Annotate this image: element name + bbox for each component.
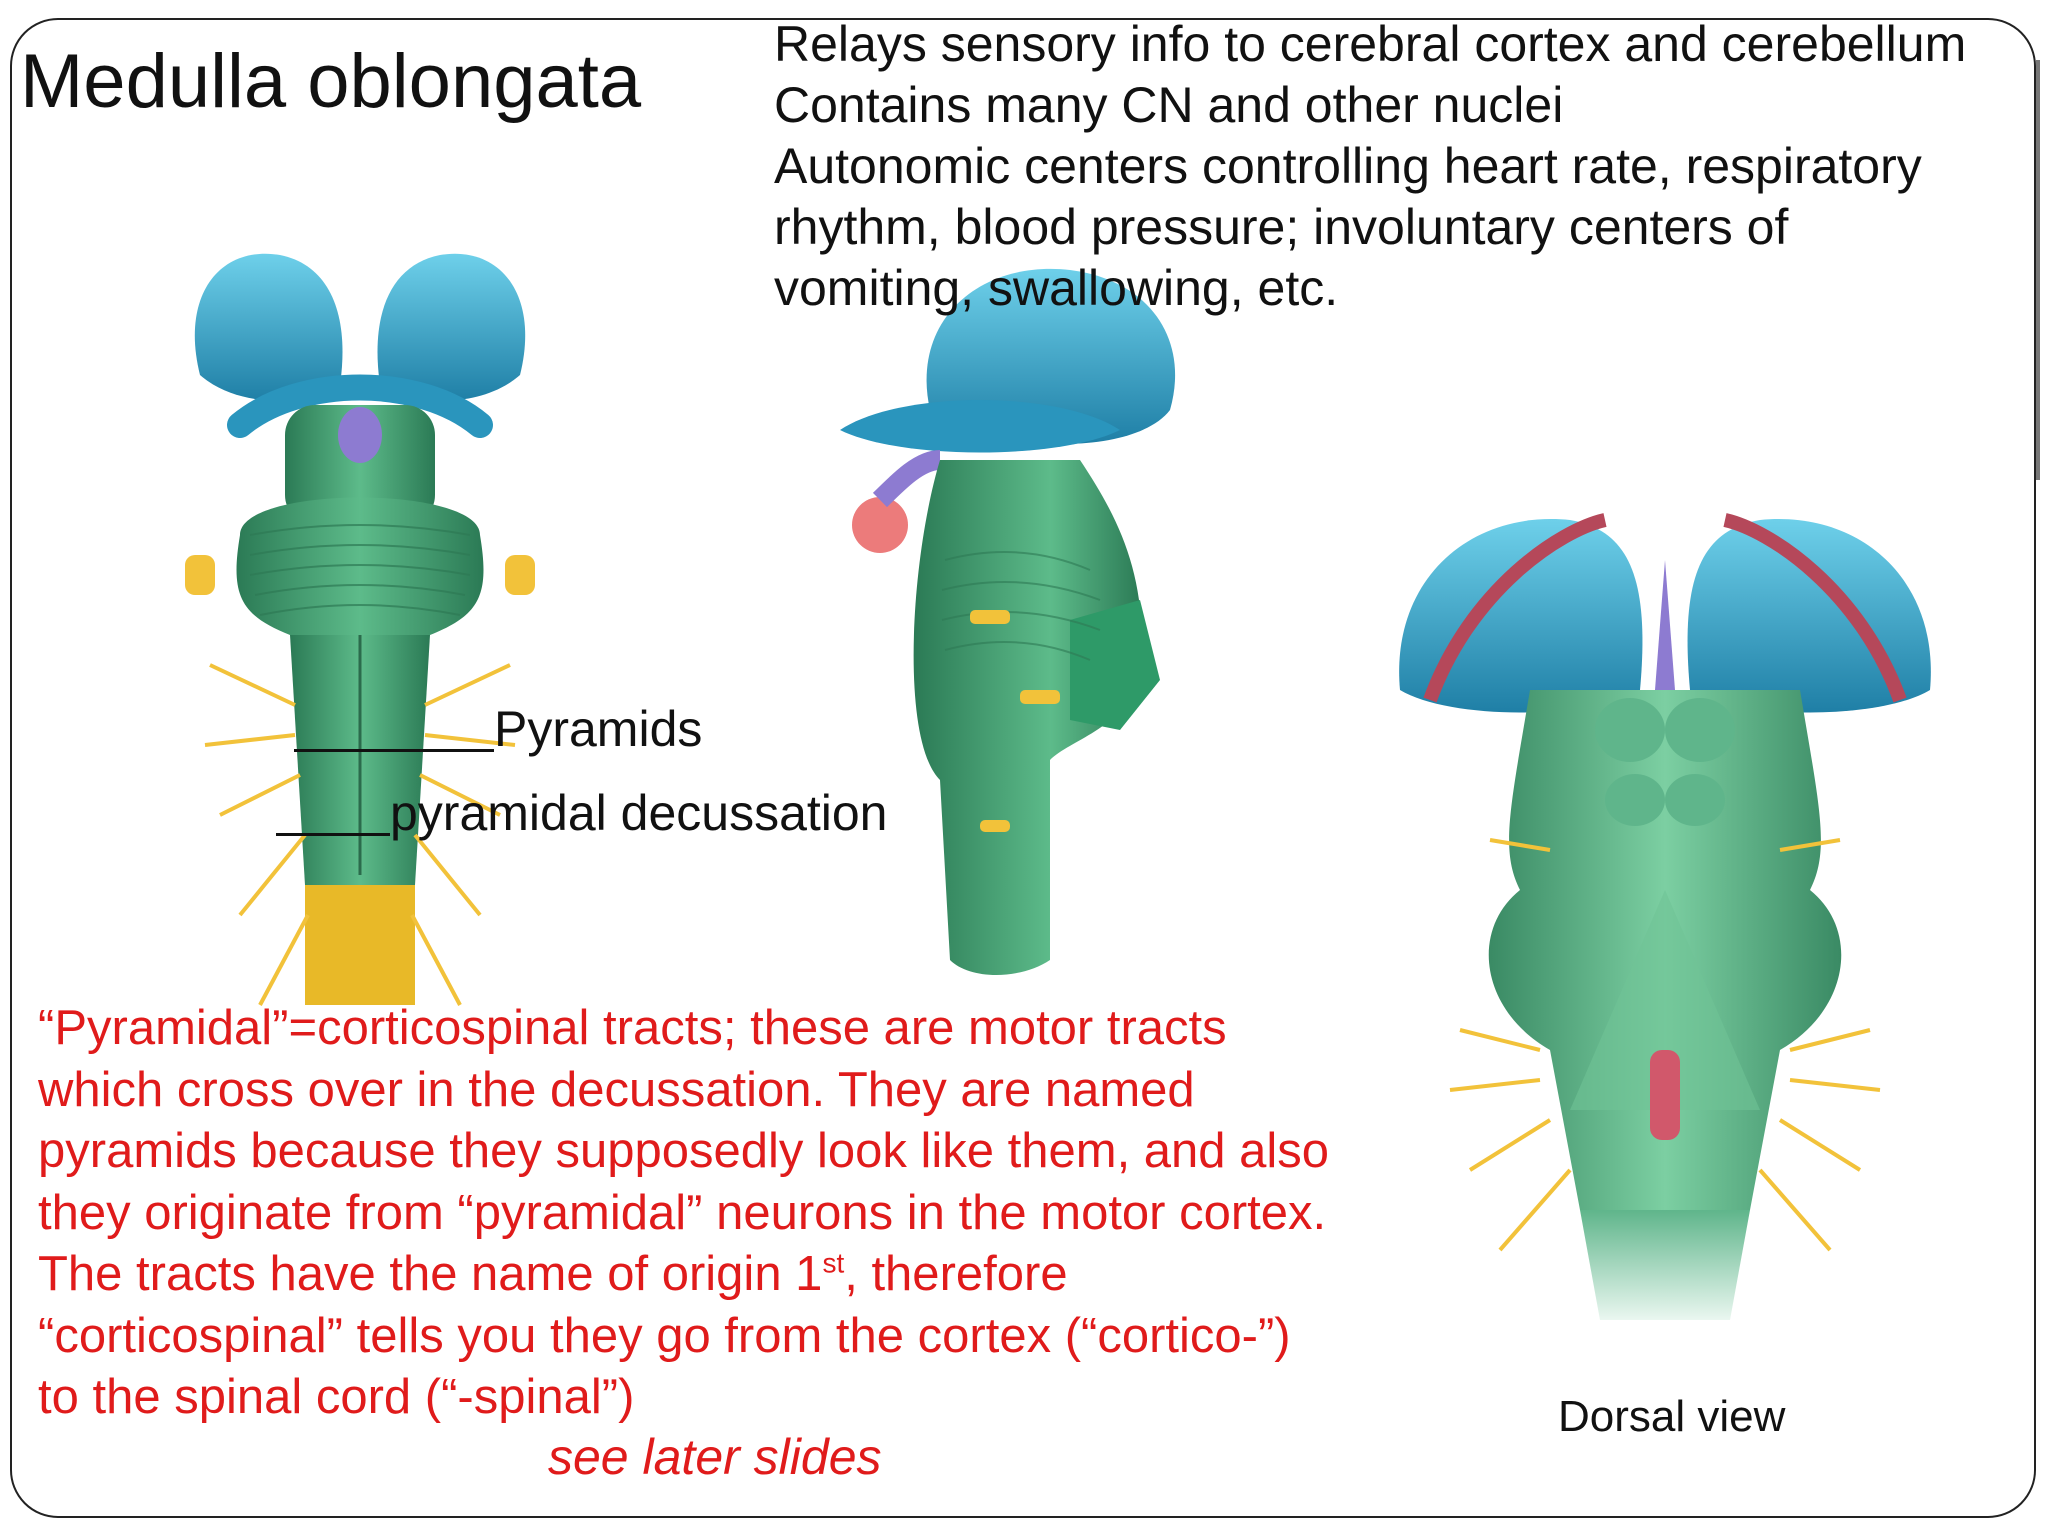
slide-title: Medulla oblongata: [20, 39, 642, 124]
left-thalamus-dorsal: [1399, 519, 1643, 713]
trigeminal-nerve-right: [505, 555, 535, 595]
obex-detail: [1650, 1050, 1680, 1140]
brainstem-lateral-shape: [913, 460, 1142, 975]
lateral-view-illustration: [840, 268, 1176, 975]
fourth-ventricle-floor: [1570, 890, 1760, 1110]
note-line: “Pyramidal”=corticospinal tracts; these …: [38, 1001, 1227, 1055]
slide-frame: [10, 18, 2036, 1518]
fact-line: Relays sensory info to cerebral cortex a…: [774, 16, 1967, 72]
inferior-colliculus-right: [1665, 774, 1725, 826]
fact-line: rhythm, blood pressure; involuntary cent…: [774, 199, 1789, 255]
dorsal-view-illustration: [1399, 513, 1931, 1320]
ventral-view-illustration: [185, 253, 535, 1006]
note-line: “corticospinal” tells you they go from t…: [38, 1308, 1291, 1363]
pituitary-shape: [852, 497, 908, 553]
optic-tract-shape: [227, 374, 493, 438]
dorsal-view-caption: Dorsal view: [1558, 1392, 1786, 1441]
spinal-cord-dorsal: [1580, 1210, 1750, 1320]
cerebral-peduncles-shape: [285, 405, 435, 525]
spinal-cord-shape: [305, 885, 415, 1005]
stria-right: [1723, 513, 1907, 703]
fact-line: Autonomic centers controlling heart rate…: [774, 138, 1922, 194]
inferior-colliculus-left: [1605, 774, 1665, 826]
trigeminal-nerve-left: [185, 555, 215, 595]
mammillary-shape: [338, 407, 382, 463]
function-list: Relays sensory info to cerebral cortex a…: [774, 14, 2024, 319]
pyramidal-explanation: “Pyramidal”=corticospinal tracts; these …: [38, 998, 1329, 1429]
frame-shadow: [2036, 60, 2040, 480]
cerebellar-peduncle-cut: [1070, 600, 1160, 730]
pyramids-label: Pyramids: [294, 700, 702, 758]
note-line: to the spinal cord (“-spinal”): [38, 1370, 635, 1424]
fact-line: vomiting, swallowing, etc.: [774, 260, 1339, 316]
stria-left: [1423, 513, 1607, 703]
right-thalamus-dorsal: [1687, 519, 1931, 713]
right-hemisphere-shape: [377, 253, 526, 401]
decussation-label: pyramidal decussation: [276, 784, 888, 842]
fact-line: Contains many CN and other nuclei: [774, 77, 1564, 133]
note-line: The tracts have the name of origin 1st, …: [38, 1247, 1068, 1301]
superior-colliculus-right: [1665, 698, 1735, 762]
pons-shape: [236, 497, 484, 635]
see-later-note: see later slides: [548, 1429, 882, 1485]
blank-line: [276, 833, 390, 836]
note-line: pyramids because they supposedly look li…: [38, 1124, 1330, 1178]
superior-colliculus-left: [1595, 698, 1665, 762]
note-line: which cross over in the decussation. The…: [38, 1062, 1195, 1117]
optic-chiasm-shape: [840, 400, 1120, 453]
left-hemisphere-shape: [194, 253, 343, 401]
note-line: they originate from “pyramidal” neurons …: [38, 1185, 1327, 1240]
blank-line: [294, 749, 494, 752]
